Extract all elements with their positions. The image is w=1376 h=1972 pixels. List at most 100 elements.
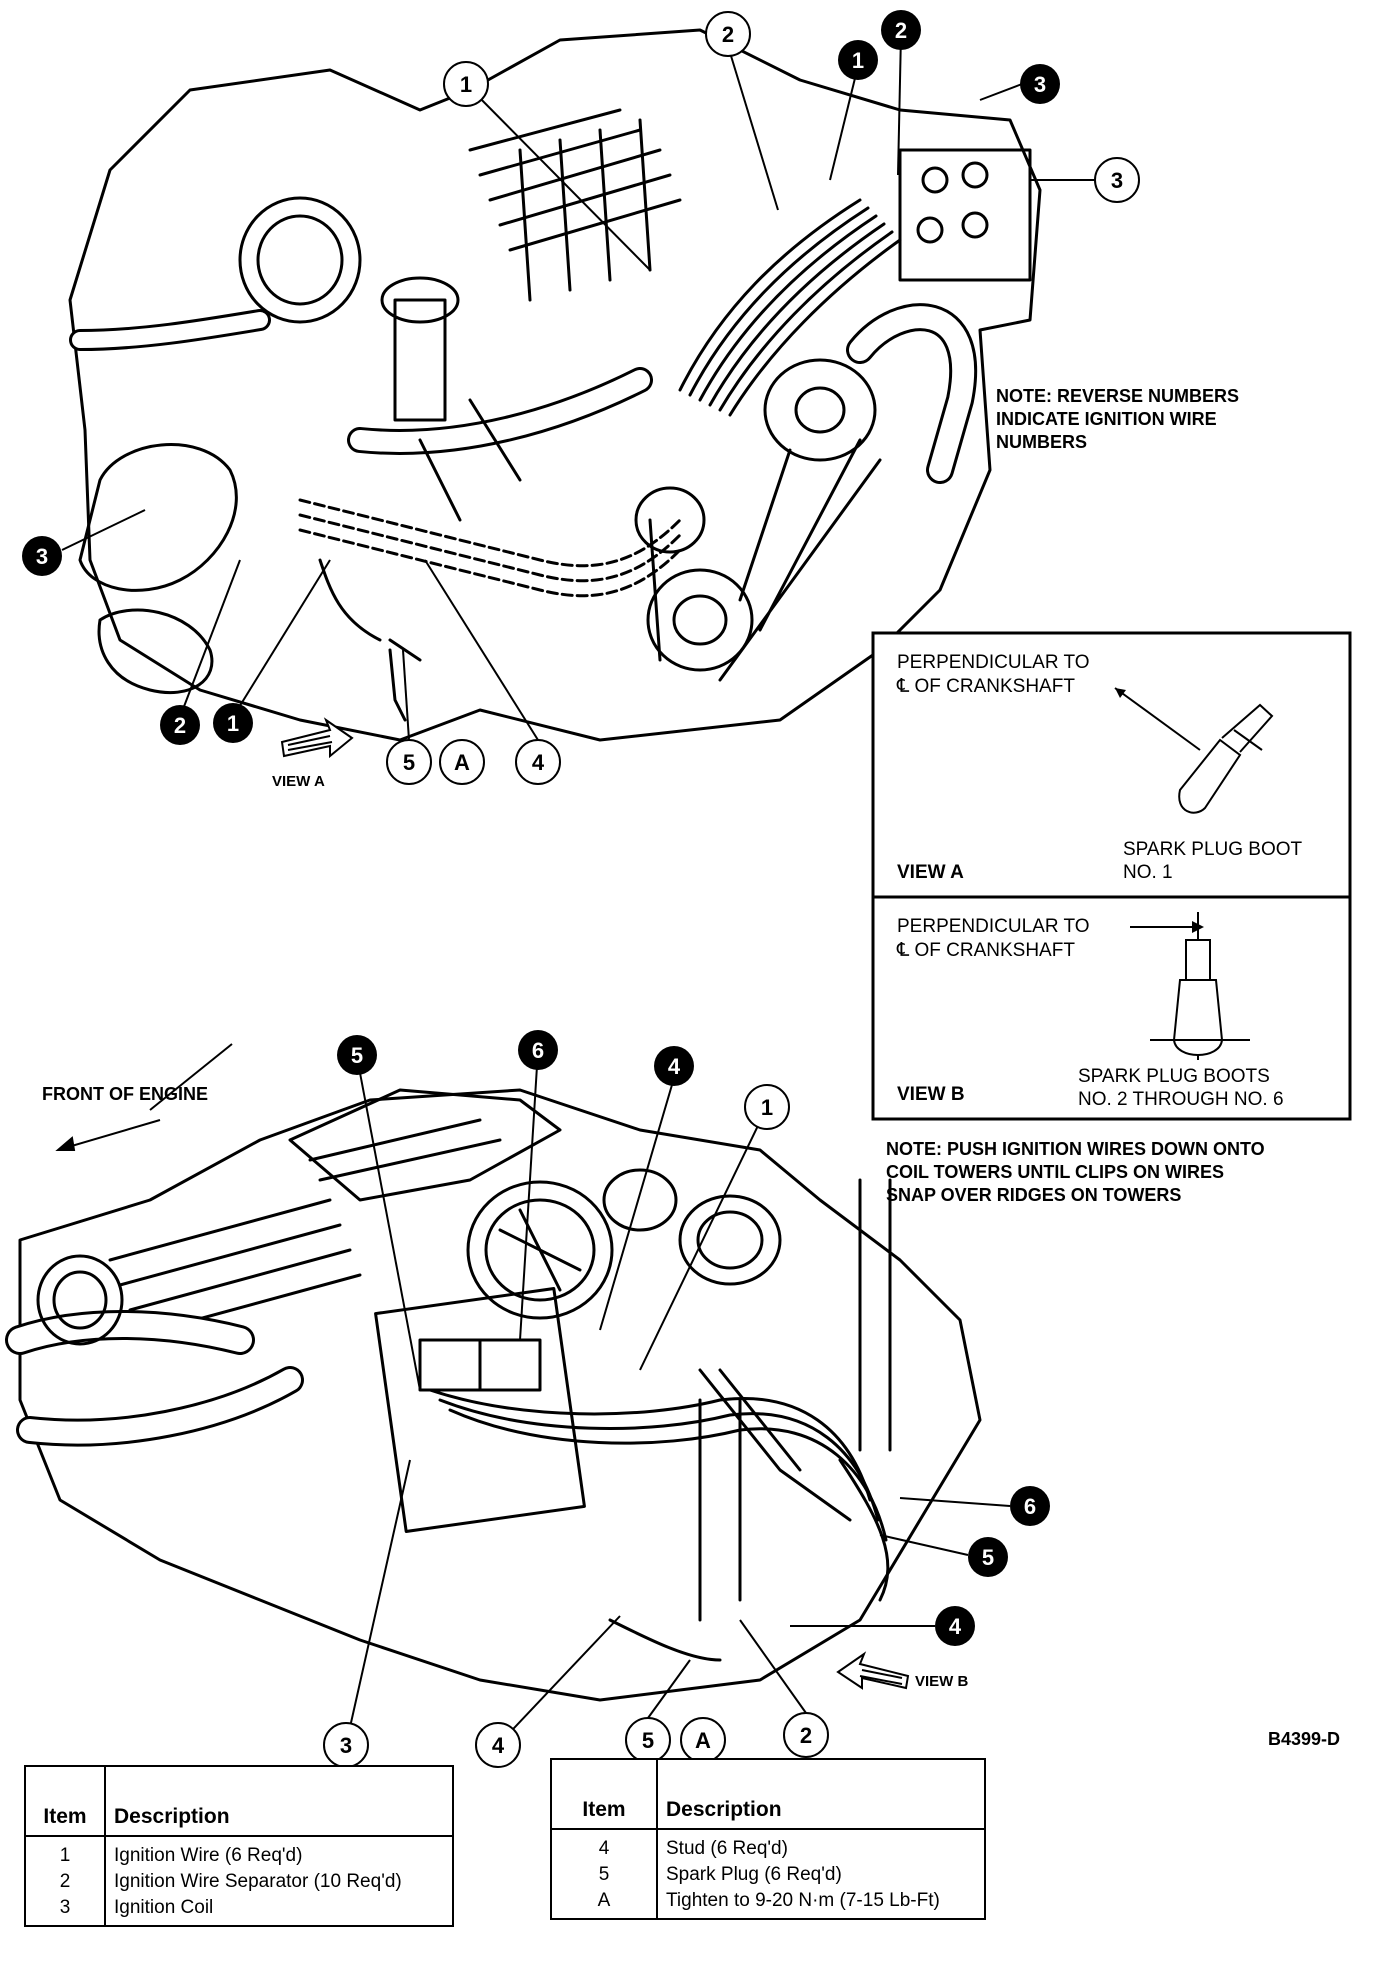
legend-item: 4	[551, 1829, 658, 1862]
svg-text:2: 2	[800, 1723, 812, 1748]
view-b-arrow-icon	[836, 1651, 910, 1690]
callout-5-top: 5	[386, 739, 432, 785]
svg-text:3: 3	[36, 544, 48, 569]
svg-text:NUMBERS: NUMBERS	[996, 432, 1087, 452]
callout-6-inverse-right: 6	[1010, 1486, 1050, 1526]
callout-4-inverse-right: 4	[935, 1606, 975, 1646]
spark-plug-boot-icon	[1178, 703, 1274, 814]
legend-item: 2	[25, 1869, 106, 1895]
svg-text:NOTE: REVERSE NUMBERS: NOTE: REVERSE NUMBERS	[996, 386, 1239, 406]
svg-text:VIEW A: VIEW A	[897, 862, 964, 883]
svg-text:4: 4	[492, 1733, 505, 1758]
front-arrow-icon	[55, 1043, 233, 1151]
table-row: 4 Stud (6 Req'd)	[551, 1829, 985, 1862]
svg-text:NO. 2 THROUGH NO. 6: NO. 2 THROUGH NO. 6	[1078, 1089, 1284, 1110]
legend-item: 5	[551, 1862, 658, 1888]
callout-4-top: 4	[515, 739, 561, 785]
legend-right-header-desc: Description	[657, 1759, 985, 1830]
svg-text:2: 2	[722, 22, 734, 47]
legend-left-header-desc: Description	[105, 1766, 453, 1837]
callout-3-inverse-left: 3	[22, 536, 62, 576]
callout-5-inverse-bottom: 5	[337, 1035, 377, 1075]
svg-text:PERPENDICULAR TO: PERPENDICULAR TO	[897, 916, 1090, 937]
table-row: 2 Ignition Wire Separator (10 Req'd)	[25, 1869, 453, 1895]
svg-text:A: A	[695, 1728, 711, 1753]
callout-3-inverse-top: 3	[1020, 64, 1060, 104]
callout-1-inverse-top: 1	[838, 40, 878, 80]
legend-desc: Ignition Wire (6 Req'd)	[114, 1845, 303, 1866]
detail-view-b: PERPENDICULAR TO ℄ OF CRANKSHAFT SPARK P…	[871, 895, 1352, 1121]
callout-1-top: 1	[443, 61, 489, 107]
view-a-arrow-icon	[280, 717, 354, 759]
callout-3-top: 3	[1094, 157, 1140, 203]
callout-5-inverse-right: 5	[968, 1537, 1008, 1577]
legend-item: A	[551, 1888, 658, 1919]
svg-text:1: 1	[761, 1095, 773, 1120]
legend-desc: Ignition Coil	[114, 1897, 214, 1918]
callout-5-bottom: 5	[625, 1717, 671, 1763]
note-push-ignition-wires: NOTE: PUSH IGNITION WIRES DOWN ONTO COIL…	[886, 1139, 1265, 1205]
legend-desc: Tighten to 9-20 N·m (7-15 Lb-Ft)	[666, 1890, 940, 1911]
legend-item: 1	[25, 1836, 106, 1869]
legend-desc: Ignition Wire Separator (10 Req'd)	[114, 1871, 402, 1892]
svg-text:1: 1	[460, 72, 472, 97]
legend-table-right: Item Description 4 Stud (6 Req'd) 5 Spar…	[550, 1758, 986, 1920]
legend-left-header-item: Item	[25, 1766, 106, 1837]
callout-1-bottom: 1	[744, 1084, 790, 1130]
svg-text:3: 3	[1034, 72, 1046, 97]
svg-text:5: 5	[642, 1728, 654, 1753]
svg-text:COIL TOWERS UNTIL CLIPS ON WIR: COIL TOWERS UNTIL CLIPS ON WIRES	[886, 1162, 1224, 1182]
svg-text:SPARK PLUG BOOTS: SPARK PLUG BOOTS	[1078, 1066, 1270, 1087]
top-engine-illustration	[68, 28, 1042, 742]
callout-A-bottom: A	[680, 1717, 726, 1763]
note-reverse-numbers: NOTE: REVERSE NUMBERS INDICATE IGNITION …	[996, 386, 1239, 452]
front-of-engine-label: FRONT OF ENGINE	[42, 1084, 208, 1104]
callout-2-top: 2	[705, 11, 751, 57]
svg-text:SPARK PLUG BOOT: SPARK PLUG BOOT	[1123, 839, 1303, 860]
callout-4-inverse-bottom: 4	[654, 1046, 694, 1086]
view-b-label: VIEW B	[915, 1673, 969, 1690]
svg-text:℄ OF CRANKSHAFT: ℄ OF CRANKSHAFT	[896, 940, 1075, 961]
svg-text:2: 2	[895, 18, 907, 43]
bottom-engine-illustration	[5, 1088, 982, 1702]
svg-text:5: 5	[351, 1043, 363, 1068]
svg-text:1: 1	[852, 48, 864, 73]
callout-A-top: A	[439, 739, 485, 785]
callout-2-inverse-top: 2	[881, 10, 921, 50]
bottom-callouts: 5 6 4 1 6 5 4 3	[323, 1030, 1050, 1768]
callout-2-bottom: 2	[783, 1712, 829, 1758]
legend-table-left: Item Description 1 Ignition Wire (6 Req'…	[24, 1765, 454, 1927]
svg-text:3: 3	[1111, 168, 1123, 193]
svg-text:4: 4	[668, 1054, 681, 1079]
svg-text:2: 2	[174, 713, 186, 738]
svg-text:6: 6	[532, 1038, 544, 1063]
legend-item: 3	[25, 1895, 106, 1926]
top-callouts: 1 2 1 2 3 3 3 2	[22, 10, 1140, 785]
svg-text:NOTE: PUSH IGNITION WIRES DOWN: NOTE: PUSH IGNITION WIRES DOWN ONTO	[886, 1139, 1265, 1159]
legend-desc: Spark Plug (6 Req'd)	[666, 1864, 842, 1885]
svg-text:℄ OF CRANKSHAFT: ℄ OF CRANKSHAFT	[896, 676, 1075, 697]
table-row: 5 Spark Plug (6 Req'd)	[551, 1862, 985, 1888]
callout-leaders	[61, 33, 1095, 1746]
spark-plug-boots-icon	[1150, 912, 1250, 1060]
legend-desc: Stud (6 Req'd)	[666, 1838, 788, 1859]
callout-3-bottom: 3	[323, 1722, 369, 1768]
view-a-label: VIEW A	[272, 773, 325, 790]
svg-text:INDICATE IGNITION WIRE: INDICATE IGNITION WIRE	[996, 409, 1217, 429]
svg-text:3: 3	[340, 1733, 352, 1758]
svg-text:5: 5	[982, 1545, 994, 1570]
svg-text:6: 6	[1024, 1494, 1036, 1519]
callout-2-inverse-bottom-left: 2	[160, 705, 200, 745]
table-row: 3 Ignition Coil	[25, 1895, 453, 1926]
svg-text:1: 1	[227, 711, 239, 736]
svg-text:5: 5	[403, 750, 415, 775]
svg-text:NO. 1: NO. 1	[1123, 862, 1173, 883]
table-row: A Tighten to 9-20 N·m (7-15 Lb-Ft)	[551, 1888, 985, 1919]
legend-right-header-item: Item	[551, 1759, 658, 1830]
svg-text:VIEW B: VIEW B	[897, 1084, 965, 1105]
table-row: 1 Ignition Wire (6 Req'd)	[25, 1836, 453, 1869]
figure-code: B4399-D	[1268, 1729, 1340, 1749]
callout-6-inverse-bottom: 6	[518, 1030, 558, 1070]
callout-1-inverse-bottom-left: 1	[213, 703, 253, 743]
